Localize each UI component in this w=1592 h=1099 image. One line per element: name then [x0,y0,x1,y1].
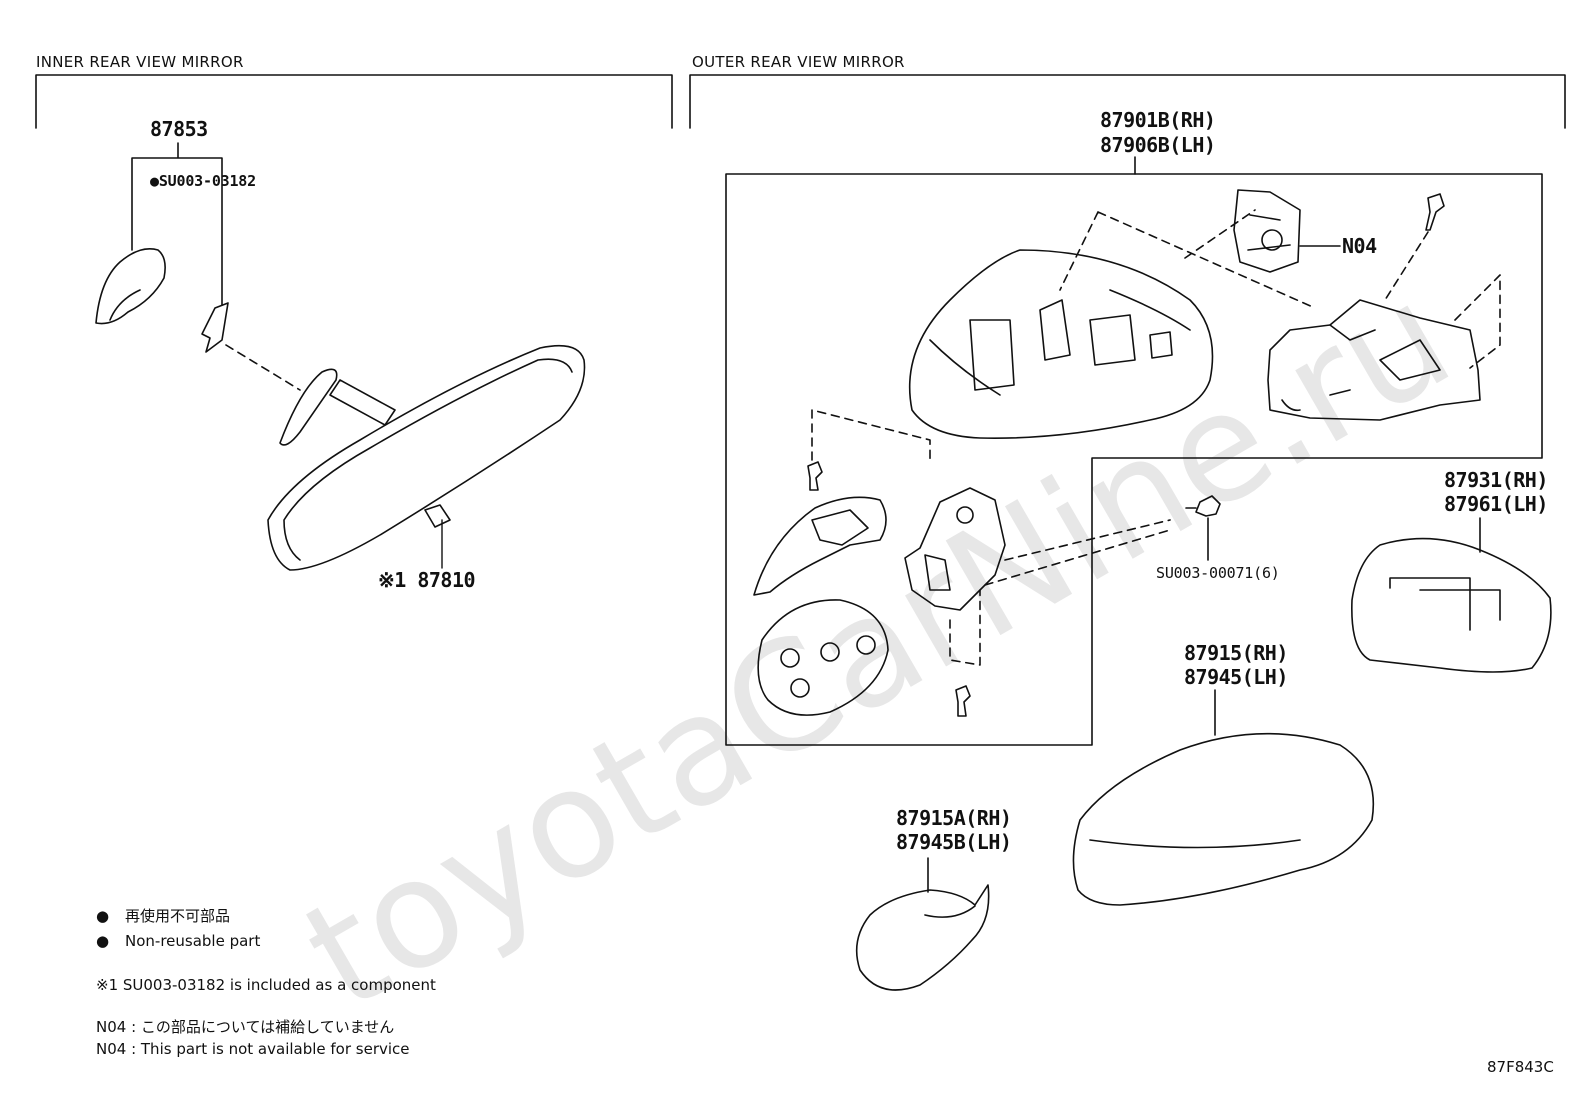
inner-mirror-body [267,344,586,571]
assembly-outline [725,173,1543,746]
mirror-glass-part [1351,537,1552,673]
mirror-pad-part [757,599,889,716]
mirror-cover-87915a [855,884,990,991]
figure-code: 87F843C [1487,1058,1554,1076]
part-87901b-rh: 87901B(RH) [1100,108,1216,132]
legend-bullet-1: ● [96,907,110,925]
legend-n04-jp: N04 : この部品については補給していません [96,1018,395,1036]
part-87945-lh: 87945(LH) [1184,665,1288,689]
mirror-cover-part [95,248,166,325]
legend-nonreusable-en: Non-reusable part [125,932,261,950]
part-su003-00071: SU003-00071(6) [1156,564,1280,582]
mirror-cover-87915 [1072,732,1375,906]
outer-section-title: OUTER REAR VIEW MIRROR [692,53,905,71]
part-87931-rh: 87931(RH) [1444,468,1548,492]
part-su003-03182: ●SU003-03182 [150,172,256,190]
screw-su003-00071 [1185,495,1221,517]
inner-section-bracket [35,74,673,129]
part-87853: 87853 [150,117,208,141]
mirror-base-part [1267,299,1481,421]
part-87915a-rh: 87915A(RH) [896,806,1012,830]
center-bracket-part [904,487,1006,611]
clip-part [201,302,229,353]
mirror-housing [908,249,1214,439]
legend-nonreusable-jp: 再使用不可部品 [125,907,231,925]
screw-left-lower [955,685,971,717]
inner-section-title: INNER REAR VIEW MIRROR [36,53,244,71]
part-87945b-lh: 87945B(LH) [896,830,1012,854]
legend-note-1: ※1 SU003-03182 is included as a componen… [96,976,436,994]
part-87915-rh: 87915(RH) [1184,641,1288,665]
part-87810: ※1 87810 [378,568,476,592]
mirror-motor-part [1233,189,1301,273]
legend-bullet-2: ● [96,932,110,950]
outer-section-bracket [689,74,1566,129]
gasket-part [753,496,887,596]
part-87961-lh: 87961(LH) [1444,492,1548,516]
screw-top [1425,193,1445,231]
screw-left-upper [807,461,823,491]
part-87906b-lh: 87906B(LH) [1100,133,1216,157]
legend-n04-en: N04 : This part is not available for ser… [96,1040,410,1058]
leader-87853 [131,142,223,306]
part-n04: N04 [1342,234,1377,258]
